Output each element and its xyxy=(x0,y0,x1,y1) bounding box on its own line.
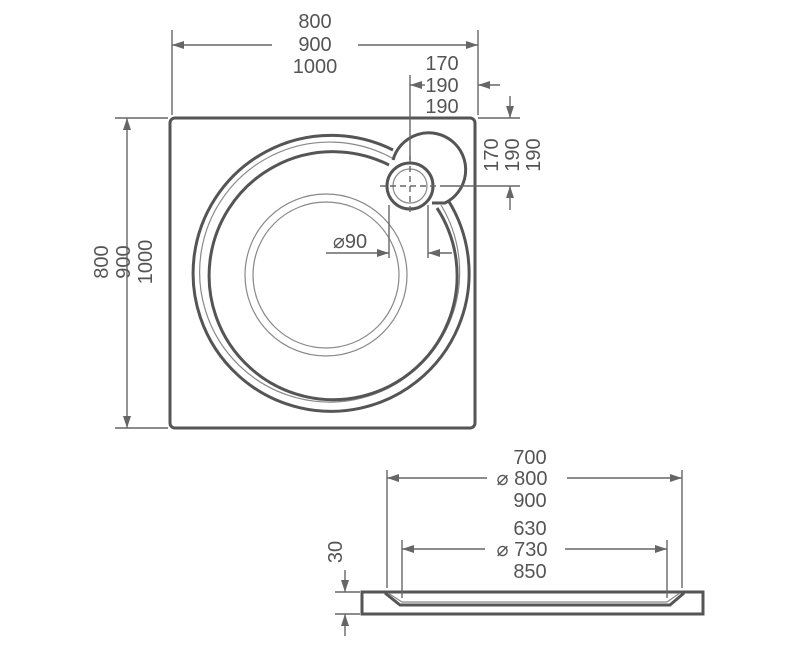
drain-x-dim-2: 190 xyxy=(425,75,458,97)
height-dim: 30 xyxy=(325,541,347,563)
inner-dim-2: ⌀ 730 xyxy=(497,539,548,561)
tray-profile xyxy=(360,590,705,616)
drain-mound xyxy=(391,131,468,205)
width-dim-2: 900 xyxy=(298,34,331,56)
outer-rim xyxy=(191,133,471,413)
outer-dim-2: ⌀ 800 xyxy=(497,468,548,490)
tray-outline xyxy=(168,116,477,430)
inner-dim-1: 630 xyxy=(513,518,546,540)
inner-dim-3: 850 xyxy=(513,561,546,583)
drain-x-dim-1: 170 xyxy=(425,53,458,75)
side-view: 700 ⌀ 800 900 630 ⌀ 730 850 30 xyxy=(325,447,705,636)
drain-y-dim-2: 190 xyxy=(502,138,524,171)
basin-profile xyxy=(384,591,685,607)
inner-rim xyxy=(207,150,459,402)
width-dim-3: 1000 xyxy=(293,56,338,78)
height-dim-3: 1000 xyxy=(135,240,157,285)
drain-diameter-dim: ⌀90 xyxy=(333,231,367,253)
outer-dim-1: 700 xyxy=(513,447,546,469)
width-dim-1: 800 xyxy=(298,11,331,33)
height-dim-2: 900 xyxy=(113,245,135,278)
basin-outer-circle xyxy=(244,193,408,357)
drain-x-dim-3: 190 xyxy=(425,96,458,118)
drain-y-dim-1: 170 xyxy=(481,138,503,171)
height-dim-1: 800 xyxy=(91,245,113,278)
drain-y-dim-3: 190 xyxy=(523,138,545,171)
plan-view: 800 900 1000 170 190 190 170 190 190 ⌀90… xyxy=(91,11,545,430)
outer-dim-3: 900 xyxy=(513,490,546,512)
basin-profile-inner-line xyxy=(387,592,681,603)
basin-inner-circle xyxy=(252,201,400,349)
